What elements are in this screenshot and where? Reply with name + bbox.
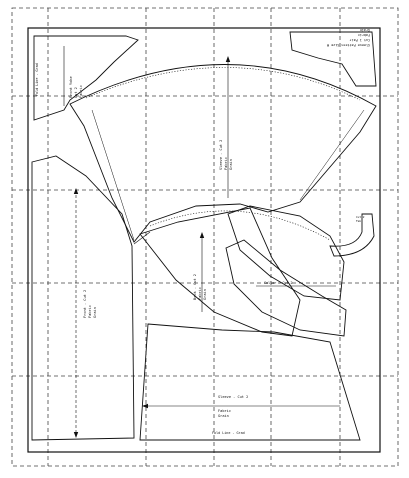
fold-line-top: Fold Line - Grad <box>35 63 39 96</box>
svg-text:Cut 2: Cut 2 <box>74 87 78 98</box>
label-front-panel: Front - Cut 2 Fabric Grain <box>83 290 97 318</box>
piece-side-b <box>225 239 347 337</box>
piece-back <box>139 207 301 337</box>
piece-sleeve-yoke <box>69 64 377 243</box>
grainline-arrow-bottom <box>142 403 148 409</box>
title-block-text: Sleeve Pattern Size M Cut 1 Pair Fabric … <box>327 28 370 47</box>
piece-sleeve-bottom <box>139 323 361 441</box>
piece-front-panel <box>31 155 135 441</box>
svg-text:Fabric: Fabric <box>358 33 370 37</box>
grainline-arrow-front-top <box>73 188 79 194</box>
piece-side-a <box>227 205 345 301</box>
label-sleeve-yoke: Sleeve - Cut 2 Fabric Grain <box>219 140 233 170</box>
svg-text:Front - Cut 2: Front - Cut 2 <box>83 290 87 318</box>
svg-text:Sleeve - Cut 2: Sleeve - Cut 2 <box>218 395 248 399</box>
piece-title-block <box>289 31 377 87</box>
label-sleeve-bottom: Sleeve - Cut 2 Fabric Grain <box>218 395 248 418</box>
svg-text:Fabric: Fabric <box>79 85 83 98</box>
label-collar-small: Cut 2 Fab <box>356 215 365 223</box>
fold-line-bottom: Fold Line - Grad <box>212 431 245 435</box>
grainline-arrow-front-bottom <box>73 432 79 438</box>
label-back: Back - Cut 2 Fabric Grain <box>193 274 207 300</box>
dart-line-right <box>299 109 365 201</box>
svg-text:Front Yoke: Front Yoke <box>69 76 73 98</box>
svg-text:Grain: Grain <box>229 159 233 170</box>
scallop-edge-back <box>149 210 331 241</box>
svg-text:Grain: Grain <box>93 307 97 318</box>
piece-front-yoke <box>33 35 139 121</box>
scallop-edge-arc <box>85 67 361 101</box>
svg-text:Grain: Grain <box>218 414 229 418</box>
dart-line-left <box>91 109 135 241</box>
label-collar-strip: Collar - Cut 2 <box>264 281 293 285</box>
tile-grid <box>11 7 399 467</box>
grainline-arrow-back <box>199 232 205 238</box>
svg-text:Fabric: Fabric <box>198 287 202 300</box>
svg-text:Fabric: Fabric <box>218 409 231 413</box>
svg-text:Grain: Grain <box>360 28 370 32</box>
svg-text:Cut 2: Cut 2 <box>356 215 365 219</box>
svg-text:Sleeve - Cut 2: Sleeve - Cut 2 <box>219 140 223 170</box>
sheet-border <box>27 27 381 453</box>
svg-text:Fab: Fab <box>356 219 361 223</box>
svg-text:Grain: Grain <box>203 289 207 300</box>
svg-text:Sleeve Pattern Size M: Sleeve Pattern Size M <box>327 43 370 47</box>
svg-text:Fabric: Fabric <box>88 305 92 318</box>
center-seam <box>133 231 151 245</box>
grainline-arrow-top <box>225 56 231 62</box>
piece-collar-small <box>329 213 375 257</box>
svg-text:Fabric: Fabric <box>224 157 228 170</box>
label-front-yoke: Front Yoke Cut 2 Fabric <box>69 76 83 98</box>
svg-text:Cut 1 Pair: Cut 1 Pair <box>350 38 370 42</box>
svg-text:Back - Cut 2: Back - Cut 2 <box>193 274 197 300</box>
